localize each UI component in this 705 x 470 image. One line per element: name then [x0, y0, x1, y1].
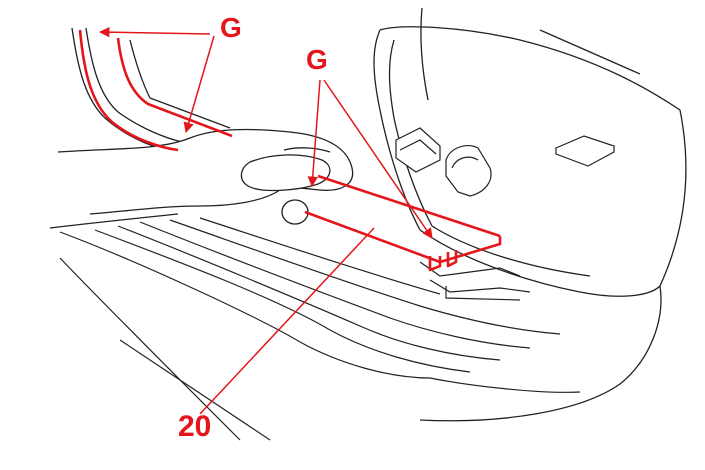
g-right-leader-left: [307, 79, 321, 188]
seat-switches: [395, 127, 616, 197]
callout-leaders: [98, 26, 433, 415]
g-upper-leader-left: [98, 26, 211, 38]
callout-part-20: 20: [178, 410, 212, 443]
trim-clip-area: [419, 261, 531, 301]
g-right-leader-right: [323, 79, 433, 239]
g-upper-leader-right: [183, 35, 215, 134]
sill-step: [59, 217, 581, 441]
seat-base: [373, 7, 687, 422]
callout-g-right: G: [306, 44, 328, 75]
sill-trim-panel: [78, 29, 502, 272]
part-20-leader: [199, 227, 375, 415]
callout-g-upper: G: [220, 12, 242, 43]
technician-hand: [49, 128, 354, 229]
